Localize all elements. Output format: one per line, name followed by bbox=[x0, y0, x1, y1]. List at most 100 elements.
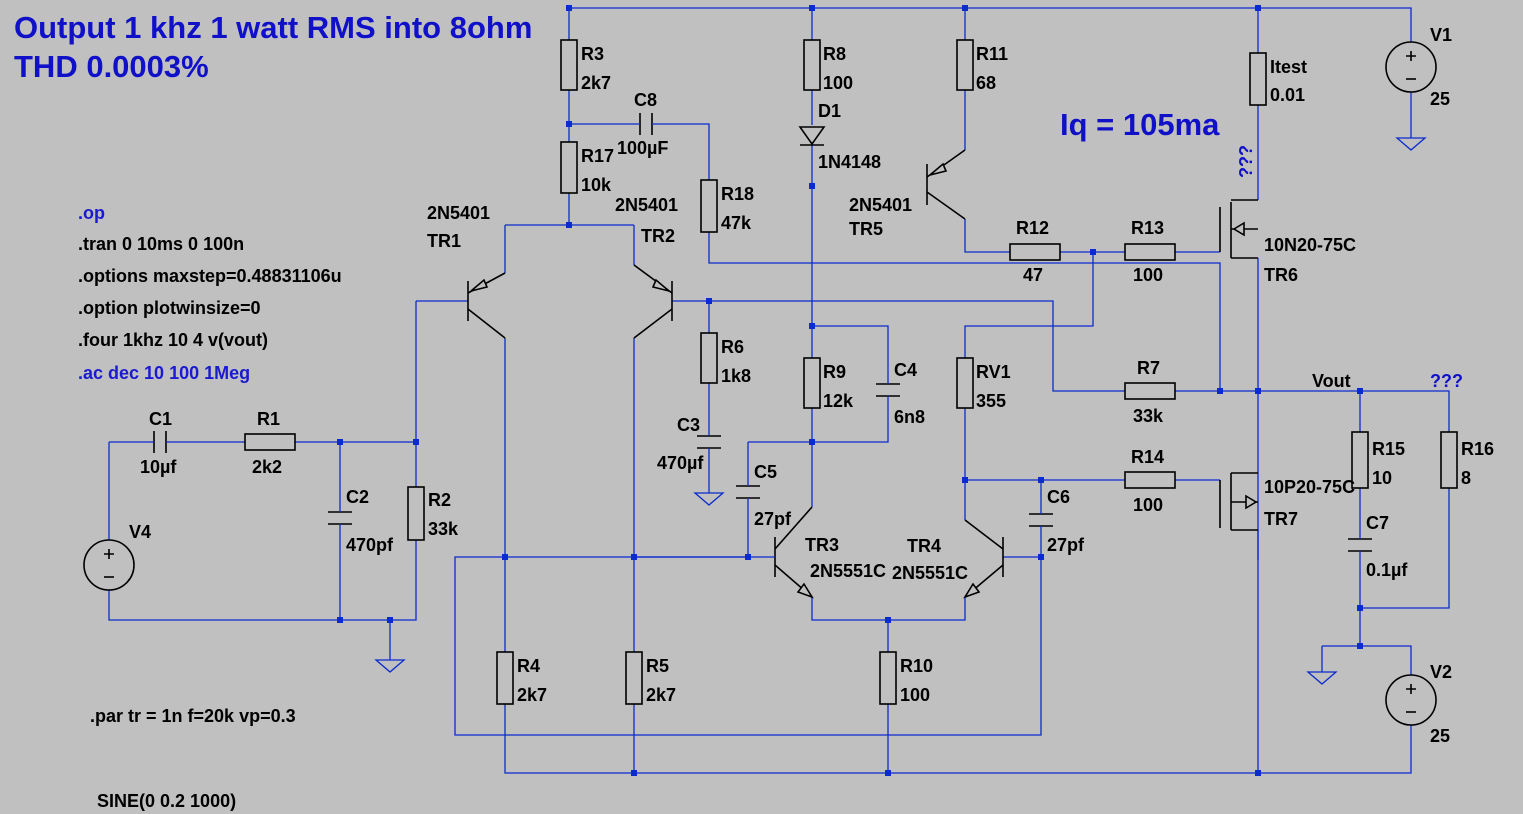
mosfets[interactable] bbox=[1219, 199, 1258, 531]
resistor-r16[interactable] bbox=[1440, 431, 1458, 489]
resistor-r12[interactable] bbox=[1009, 243, 1061, 261]
resistor-r15[interactable] bbox=[1351, 431, 1369, 489]
sources[interactable] bbox=[83, 41, 1437, 726]
label-components-tr2-model: 2N5401 bbox=[615, 195, 678, 215]
label-components-c4-value: 6n8 bbox=[894, 407, 925, 427]
resistor-r2[interactable] bbox=[407, 486, 425, 541]
label-components-r5-value: 2k7 bbox=[646, 685, 676, 705]
label-components-c4-name: C4 bbox=[894, 360, 917, 380]
resistor-r7[interactable] bbox=[1124, 382, 1176, 400]
label-components-r9-value: 12k bbox=[823, 391, 854, 411]
resistor-r14[interactable] bbox=[1124, 471, 1176, 489]
label-components-c8-value: 100µF bbox=[617, 138, 668, 158]
label-components-c1-name: C1 bbox=[149, 409, 172, 429]
resistor-r5[interactable] bbox=[625, 651, 643, 705]
label-components-tr4-model: 2N5551C bbox=[892, 563, 968, 583]
label-components-c5-name: C5 bbox=[754, 462, 777, 482]
resistor-r10[interactable] bbox=[879, 651, 897, 705]
resistors[interactable] bbox=[244, 39, 1458, 705]
source-v4[interactable] bbox=[83, 539, 135, 591]
label-components-r5-name: R5 bbox=[646, 656, 669, 676]
source-v1[interactable] bbox=[1385, 41, 1437, 93]
capacitor-c1[interactable] bbox=[150, 431, 170, 453]
label-components-tr6-name: TR6 bbox=[1264, 265, 1298, 285]
resistor-r13[interactable] bbox=[1124, 243, 1176, 261]
capacitor-c3[interactable] bbox=[697, 430, 721, 455]
label-components-r15-value: 10 bbox=[1372, 468, 1392, 488]
label-components-r7-name: R7 bbox=[1137, 358, 1160, 378]
label-components-tr3-model: 2N5551C bbox=[810, 561, 886, 581]
resistor-r1[interactable] bbox=[244, 433, 296, 451]
label-components-r6-name: R6 bbox=[721, 337, 744, 357]
label-components-r11-name: R11 bbox=[976, 44, 1008, 64]
label-components-tr7-model: 10P20-75C bbox=[1264, 477, 1355, 497]
directive-ac: .ac dec 10 100 1Meg bbox=[78, 363, 250, 383]
transistor-tr2[interactable] bbox=[633, 264, 673, 339]
label-components-r13-name: R13 bbox=[1131, 218, 1164, 238]
diode-d1[interactable] bbox=[798, 126, 826, 146]
label-components-v2-value: 25 bbox=[1430, 726, 1450, 746]
label-components-itest-name: Itest bbox=[1270, 57, 1307, 77]
label-components-r14-name: R14 bbox=[1131, 447, 1164, 467]
resistor-r8[interactable] bbox=[803, 39, 821, 91]
transistor-tr3[interactable] bbox=[745, 506, 814, 599]
label-components-tr7-name: TR7 bbox=[1264, 509, 1298, 529]
label-components-tr3-name: TR3 bbox=[805, 535, 839, 555]
capacitor-c4[interactable] bbox=[876, 380, 900, 400]
label-components-r12-name: R12 bbox=[1016, 218, 1049, 238]
label-components-r10-value: 100 bbox=[900, 685, 930, 705]
directive-plotwin: .option plotwinsize=0 bbox=[78, 298, 261, 318]
iq-annotation: Iq = 105ma bbox=[1060, 107, 1220, 142]
label-components-v1-name: V1 bbox=[1430, 25, 1452, 45]
resistor-r4[interactable] bbox=[496, 651, 514, 705]
label-components-tr1-model: 2N5401 bbox=[427, 203, 490, 223]
label-components-r10-name: R10 bbox=[900, 656, 933, 676]
resistor-r17[interactable] bbox=[560, 141, 578, 194]
label-components-d1-name: D1 bbox=[818, 101, 841, 121]
ground-icon bbox=[1306, 671, 1338, 685]
label-components-tr5-model: 2N5401 bbox=[849, 195, 912, 215]
transistor-tr5[interactable] bbox=[926, 149, 966, 220]
source-v2[interactable] bbox=[1385, 674, 1437, 726]
label-components-tr2-name: TR2 bbox=[641, 226, 675, 246]
label-components-c1-value: 10µf bbox=[140, 457, 177, 477]
transistor-tr4[interactable] bbox=[963, 519, 1004, 599]
wires bbox=[108, 7, 1450, 774]
directive-sine: SINE(0 0.2 1000) bbox=[97, 791, 236, 811]
junctions bbox=[337, 5, 1363, 776]
ground-icon bbox=[1395, 137, 1427, 151]
label-components-r14-value: 100 bbox=[1133, 495, 1163, 515]
transistors[interactable] bbox=[467, 149, 1004, 599]
resistor-itest[interactable] bbox=[1249, 52, 1267, 106]
ground-icon bbox=[374, 659, 406, 673]
label-components-r13-value: 100 bbox=[1133, 265, 1163, 285]
capacitor-c7[interactable] bbox=[1348, 535, 1372, 555]
resistor-r9[interactable] bbox=[803, 357, 821, 409]
unknown-label-2: ??? bbox=[1430, 371, 1463, 391]
transistor-tr6[interactable] bbox=[1219, 199, 1258, 259]
label-components-c7-name: C7 bbox=[1366, 513, 1389, 533]
label-components-r16-value: 8 bbox=[1461, 468, 1471, 488]
unknown-label-1: ??? bbox=[1236, 145, 1256, 178]
net-vout: Vout bbox=[1312, 371, 1351, 391]
capacitor-c5[interactable] bbox=[736, 482, 760, 503]
transistor-tr1[interactable] bbox=[467, 272, 506, 339]
capacitor-c8[interactable] bbox=[636, 113, 656, 135]
label-components-r7-value: 33k bbox=[1133, 406, 1164, 426]
label-components-c8-name: C8 bbox=[634, 90, 657, 110]
resistor-rv1[interactable] bbox=[956, 357, 974, 409]
label-components-r1-value: 2k2 bbox=[252, 457, 282, 477]
capacitor-c2[interactable] bbox=[328, 508, 352, 528]
resistor-r6[interactable] bbox=[700, 332, 718, 384]
ground-icon bbox=[693, 492, 725, 506]
resistor-r3[interactable] bbox=[560, 39, 578, 91]
label-components-tr5-name: TR5 bbox=[849, 219, 883, 239]
label-components-rv1-name: RV1 bbox=[976, 362, 1011, 382]
capacitors[interactable] bbox=[150, 113, 1372, 555]
capacitor-c6[interactable] bbox=[1029, 510, 1053, 530]
label-components-r4-name: R4 bbox=[517, 656, 540, 676]
resistor-r18[interactable] bbox=[700, 179, 718, 233]
transistor-tr7[interactable] bbox=[1219, 472, 1258, 531]
resistor-r11[interactable] bbox=[956, 39, 974, 91]
